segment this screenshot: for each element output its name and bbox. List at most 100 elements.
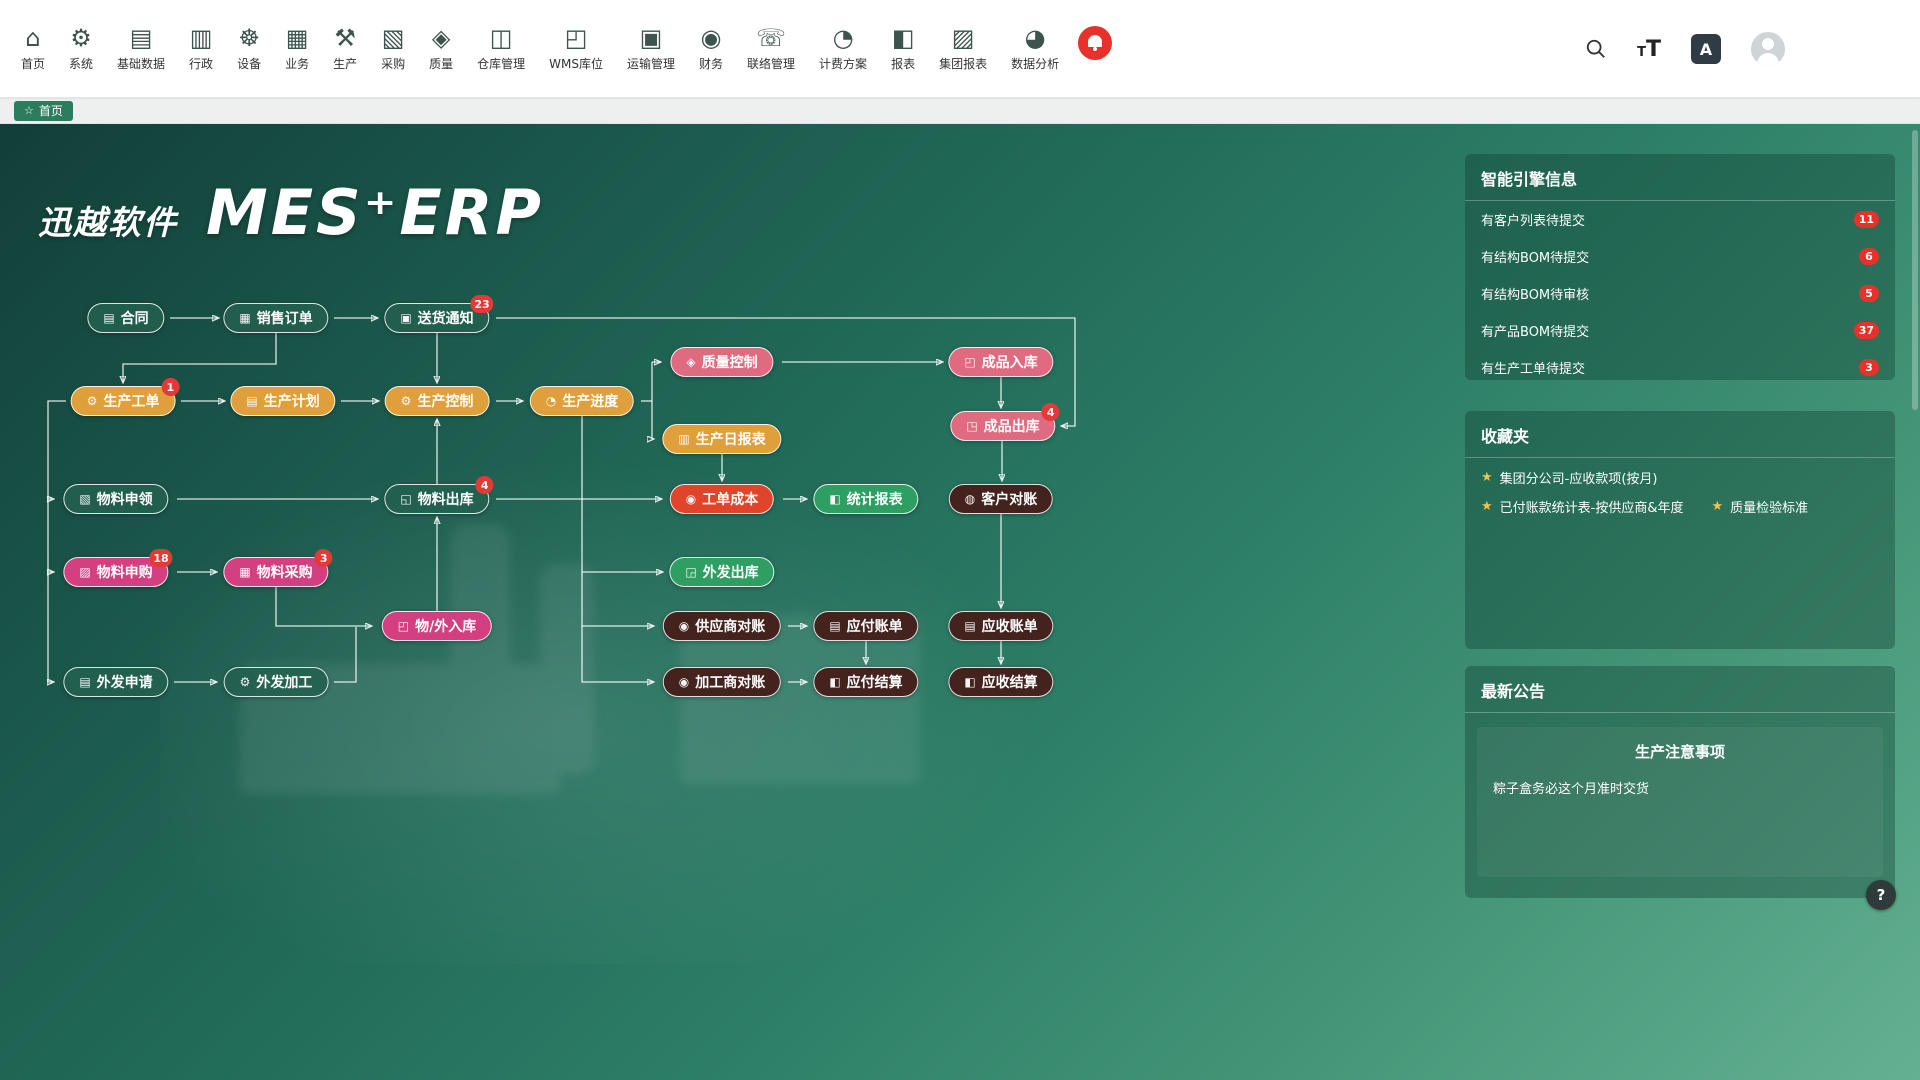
node-payable-bill[interactable]: ▤应付账单 (813, 611, 919, 641)
node-customer-reconciliation[interactable]: ◍客户对账 (948, 484, 1054, 514)
outsourcing-request-icon: ▤ (79, 675, 91, 689)
nav-item-label: 仓库管理 (477, 56, 526, 71)
equipment-icon: ☸ (238, 23, 260, 52)
node-receivable-settlement[interactable]: ◧应收结算 (948, 667, 1054, 697)
nav-item-2[interactable]: ⚙系统 (60, 22, 102, 76)
nav-item-label: 设备 (237, 56, 262, 71)
node-production-daily-report[interactable]: ▥生产日报表 (662, 424, 782, 454)
nav-item-7[interactable]: ⚒生产 (324, 22, 366, 76)
search-button[interactable] (1585, 38, 1607, 60)
node-label: 生产进度 (562, 394, 619, 410)
material-procurement-icon: ▦ (239, 565, 251, 579)
avatar[interactable] (1751, 32, 1785, 66)
node-supplier-reconciliation[interactable]: ◉供应商对账 (662, 611, 782, 641)
nav-item-15[interactable]: ◔计费方案 (810, 22, 876, 76)
nav-item-10[interactable]: ◫仓库管理 (468, 22, 534, 76)
node-outsourcing-process[interactable]: ⚙外发加工 (223, 667, 329, 697)
nav-item-label: 报表 (891, 56, 916, 71)
node-label: 销售订单 (256, 311, 313, 327)
nav-item-label: 业务 (285, 56, 310, 71)
favorite-item-label: 集团分公司-应收款项(按月) (1499, 472, 1658, 487)
delivery-notice-icon: ▣ (400, 311, 412, 325)
nav-item-3[interactable]: ▤基础数据 (108, 22, 174, 76)
node-label: 生产日报表 (695, 432, 766, 448)
material-purchase-request-icon: ▨ (79, 565, 91, 579)
topbar: ⌂首页⚙系统▤基础数据▥行政 ☸ 设备 ▦ 业务 ⚒生产▧采购◈质量◫仓库管理◰WMS库位… (0, 0, 1920, 98)
node-sales-order[interactable]: ▦销售订单 (223, 303, 329, 333)
node-processor-reconciliation[interactable]: ◉加工商对账 (662, 667, 782, 697)
favorite-item[interactable]: ★质量检验标准 (1712, 497, 1809, 516)
nav-item-6[interactable]: ▦ 业务 (276, 22, 318, 76)
smart-engine-item-label: 有结构BOM待审核 (1481, 288, 1590, 303)
favorite-item[interactable]: ★集团分公司-应收款项(按月) (1481, 468, 1658, 487)
node-finished-inbound[interactable]: ◰成品入库 (948, 347, 1054, 377)
statistic-report-icon: ◧ (829, 492, 841, 506)
nav-item-17[interactable]: ▨集团报表 (930, 22, 996, 76)
business-icon: ▦ (285, 23, 309, 52)
production-plan-icon: ▤ (246, 394, 258, 408)
nav-item-14[interactable]: ☏联络管理 (738, 22, 804, 76)
node-production-control[interactable]: ⚙生产控制 (384, 386, 490, 416)
node-production-progress[interactable]: ◔生产进度 (529, 386, 635, 416)
nav-item-13[interactable]: ◉财务 (690, 22, 732, 76)
nav-item-11[interactable]: ◰WMS库位 (540, 22, 612, 76)
translate-button[interactable]: A (1691, 34, 1721, 64)
outsourcing-outbound-icon: ◲ (685, 565, 697, 579)
nav-item-12[interactable]: ▣运输管理 (618, 22, 684, 76)
node-statistic-report[interactable]: ◧统计报表 (813, 484, 919, 514)
nav-item-label: 采购 (381, 56, 406, 71)
favorite-item[interactable]: ★已付账款统计表-按供应商&年度 (1481, 497, 1684, 516)
node-label: 送货通知 (417, 311, 474, 327)
nav-item-label: 基础数据 (117, 56, 166, 71)
node-material-outsourcing-inbound[interactable]: ◰物/外入库 (381, 611, 493, 641)
node-label: 应收账单 (981, 619, 1038, 635)
notification-bell[interactable] (1078, 25, 1113, 60)
font-size-big-icon: T (1645, 36, 1661, 62)
help-button[interactable]: ? (1866, 880, 1896, 910)
nav-item-9[interactable]: ◈质量 (420, 22, 462, 76)
node-workorder-cost[interactable]: ◉工单成本 (669, 484, 775, 514)
node-payable-settlement[interactable]: ◧ 应付结算 (813, 667, 919, 697)
font-size-button[interactable]: T T (1637, 37, 1661, 62)
nav-item-8[interactable]: ▧采购 (372, 22, 414, 76)
node-label: 应付账单 (846, 619, 903, 635)
material-requisition-icon: ▧ (79, 492, 91, 506)
nav-item-1[interactable]: ⌂首页 (12, 22, 54, 76)
count-badge: 11 (1853, 211, 1879, 228)
scrollbar[interactable] (1912, 130, 1918, 410)
node-contract[interactable]: ▤合同 (87, 303, 165, 333)
nav-item-5[interactable]: ☸ 设备 (228, 22, 270, 76)
nav-item-4[interactable]: ▥行政 (180, 22, 222, 76)
quality-control-icon: ◈ (686, 355, 696, 369)
tabbar: ☆ 首页 (0, 98, 1920, 124)
node-outsourcing-request[interactable]: ▤外发申请 (63, 667, 169, 697)
node-label: 应付结算 (846, 675, 903, 691)
node-material-requisition[interactable]: ▧物料申领 (63, 484, 169, 514)
node-quality-control[interactable]: ◈质量控制 (670, 347, 774, 377)
tab-home[interactable]: ☆ 首页 (14, 100, 73, 121)
node-receivable-bill[interactable]: ▤应收账单 (948, 611, 1054, 641)
payable-settlement-icon: ◧ (829, 675, 841, 689)
node-label: 外发出库 (702, 565, 759, 581)
node-label: 成品入库 (981, 355, 1038, 371)
node-production-plan[interactable]: ▤生产计划 (230, 386, 336, 416)
node-label: 生产控制 (417, 394, 474, 410)
notice-card[interactable]: 生产注意事项 粽子盒务必这个月准时交货 (1477, 727, 1883, 877)
system-gear-icon: ⚙ (70, 23, 92, 52)
nav-item-18[interactable]: ◕数据分析 (1002, 22, 1068, 76)
nav-item-16[interactable]: ◧报表 (882, 22, 924, 76)
node-count-badge: 1 (161, 378, 180, 396)
node-outsourcing-outbound[interactable]: ◲ 外发出库 (669, 557, 775, 587)
